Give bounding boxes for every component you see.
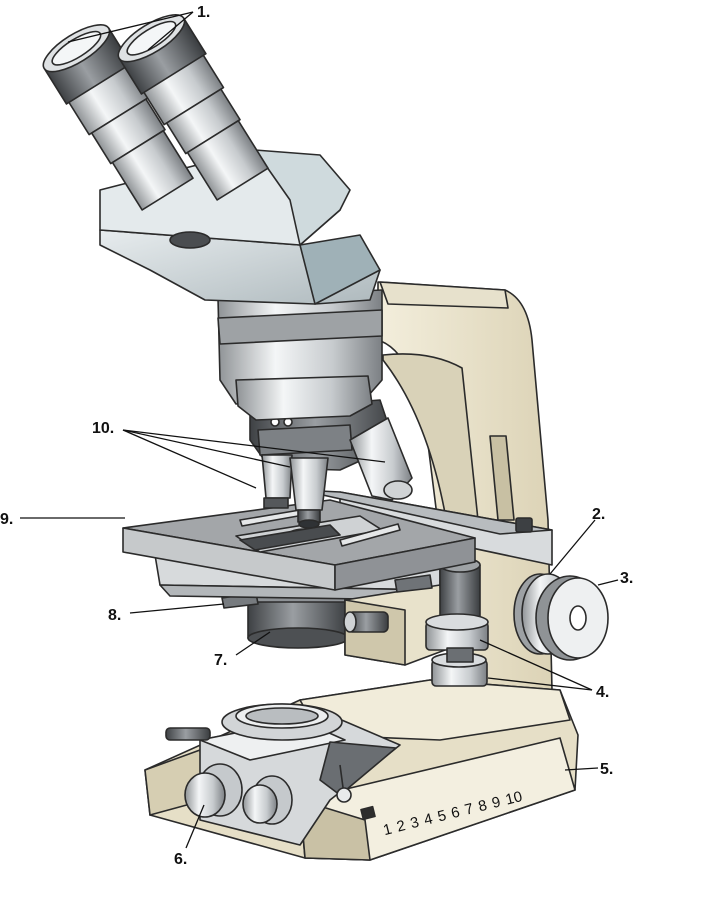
body-tube	[217, 289, 383, 421]
microscope-arm	[377, 281, 553, 706]
callout-5: 5.	[600, 761, 613, 778]
callout-4: 4.	[596, 684, 609, 701]
light-intensity-scale: 1 2 3 4 5 6 7 8 9 10	[360, 788, 524, 840]
callout-9: 9.	[0, 511, 13, 528]
scale-number-1: 1	[381, 821, 393, 840]
diaphragm-lever	[336, 764, 352, 803]
leader-5	[564, 767, 599, 771]
mechanical-stage	[122, 489, 553, 591]
illumination-knobs	[184, 763, 293, 825]
scale-number-2: 2	[395, 817, 407, 836]
leader-7	[235, 631, 271, 656]
leader-4b	[487, 677, 593, 691]
scale-number-10: 10	[504, 788, 524, 809]
leader-10c	[122, 429, 386, 463]
leader-8	[129, 603, 225, 614]
callout-6: 6.	[174, 851, 187, 868]
scale-number-4: 4	[422, 810, 434, 829]
leader-1b	[147, 11, 194, 51]
leader-6	[185, 804, 205, 849]
callout-1: 1.	[197, 4, 210, 21]
leader-10a	[122, 429, 257, 489]
leader-4a	[479, 639, 593, 691]
leader-1a	[67, 11, 194, 43]
leader-2	[549, 519, 596, 575]
callout-8: 8.	[108, 607, 121, 624]
scale-number-7: 7	[463, 800, 475, 819]
eyepieces	[42, 14, 269, 211]
scale-number-3: 3	[409, 814, 421, 833]
callout-3: 3.	[620, 570, 633, 587]
callout-2: 2.	[592, 506, 605, 523]
scale-number-8: 8	[477, 797, 489, 816]
leader-lines	[20, 11, 619, 849]
callout-10: 10.	[92, 420, 114, 437]
scale-number-6: 6	[449, 804, 461, 823]
callout-7: 7.	[214, 652, 227, 669]
focus-knobs	[425, 557, 489, 687]
callout-labels: 1. 2. 3. 4. 5. 6. 7. 8. 9. 10.	[0, 4, 633, 868]
scale-number-9: 9	[490, 793, 502, 812]
leader-10b	[122, 429, 291, 468]
fine-adjustment-knob	[535, 575, 609, 661]
scale-number-5: 5	[436, 807, 448, 826]
leader-3	[597, 579, 619, 586]
